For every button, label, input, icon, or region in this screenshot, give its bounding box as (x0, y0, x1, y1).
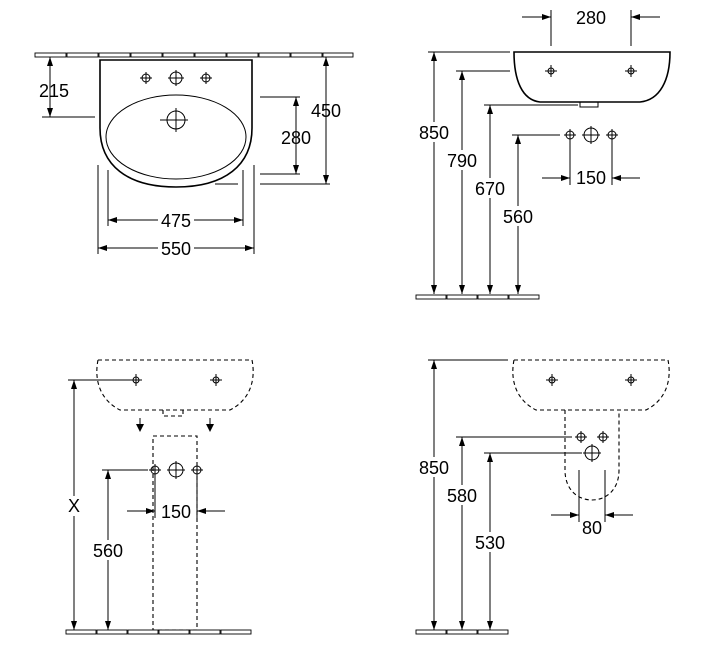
dim-rim-height: 850 (419, 458, 449, 478)
supply-hole-icon (149, 464, 161, 476)
dim-supply-centres: 150 (161, 502, 191, 522)
dim-tap-hole-height: 215 (39, 81, 69, 101)
dim-bowl-depth: 280 (281, 128, 311, 148)
supply-hole-icon (191, 464, 203, 476)
floor-strip (65, 629, 252, 635)
fixing-hole-icon (545, 65, 557, 77)
basin-outline (513, 51, 671, 103)
tap-hole-icon (168, 70, 184, 86)
fixing-hole-icon (625, 374, 637, 386)
dim-overall-depth: 450 (311, 101, 341, 121)
supply-hole-icon (597, 431, 609, 443)
supply-hole-icon (564, 129, 576, 141)
tap-hole-icon (140, 72, 152, 84)
dim-pedestal-bottom-height: 530 (475, 533, 505, 553)
supply-hole-icon (606, 129, 618, 141)
tap-hole-icon (200, 72, 212, 84)
dim-bowl-width: 475 (161, 211, 191, 231)
dim-pedestal-top-height: 580 (447, 486, 477, 506)
dim-supply-height: 560 (503, 207, 533, 227)
semi-pedestal-view: 80 850 580 530 (415, 359, 670, 635)
dim-supply-height: 560 (93, 541, 123, 561)
fixing-hole-icon (546, 374, 558, 386)
floor-strip (415, 294, 540, 300)
dim-overall-width: 550 (161, 239, 191, 259)
dim-waste-height: 670 (475, 179, 505, 199)
wall-strip (34, 52, 354, 58)
waste-outlet-icon (583, 444, 601, 462)
fixing-hole-icon (130, 374, 142, 386)
pedestal-outline (152, 435, 198, 631)
pedestal-view: 150 X 560 (64, 359, 254, 635)
basin-outline (512, 359, 670, 411)
dim-supply-centres: 150 (576, 168, 606, 188)
semi-pedestal-outline (564, 410, 620, 501)
fixing-hole-icon (210, 374, 222, 386)
dim-supply-centres: 80 (582, 518, 602, 538)
basin-outline (99, 59, 253, 188)
down-arrow-icon (136, 424, 144, 432)
dim-variable-height: X (68, 496, 80, 516)
floor-strip (415, 629, 509, 635)
supply-hole-icon (575, 431, 587, 443)
dim-fixing-centres: 280 (576, 8, 606, 28)
bowl-outline (105, 94, 247, 180)
side-view: 280 150 (415, 8, 671, 300)
waste-outlet-icon (582, 126, 600, 144)
dim-rim-height: 850 (419, 123, 449, 143)
dim-bowl-base-height: 790 (447, 151, 477, 171)
waste-outlet-icon (167, 461, 185, 479)
fixing-hole-icon (625, 65, 637, 77)
front-view: 215 280 450 475 550 (34, 52, 354, 259)
basin-outline (96, 359, 254, 411)
down-arrow-icon (206, 424, 214, 432)
